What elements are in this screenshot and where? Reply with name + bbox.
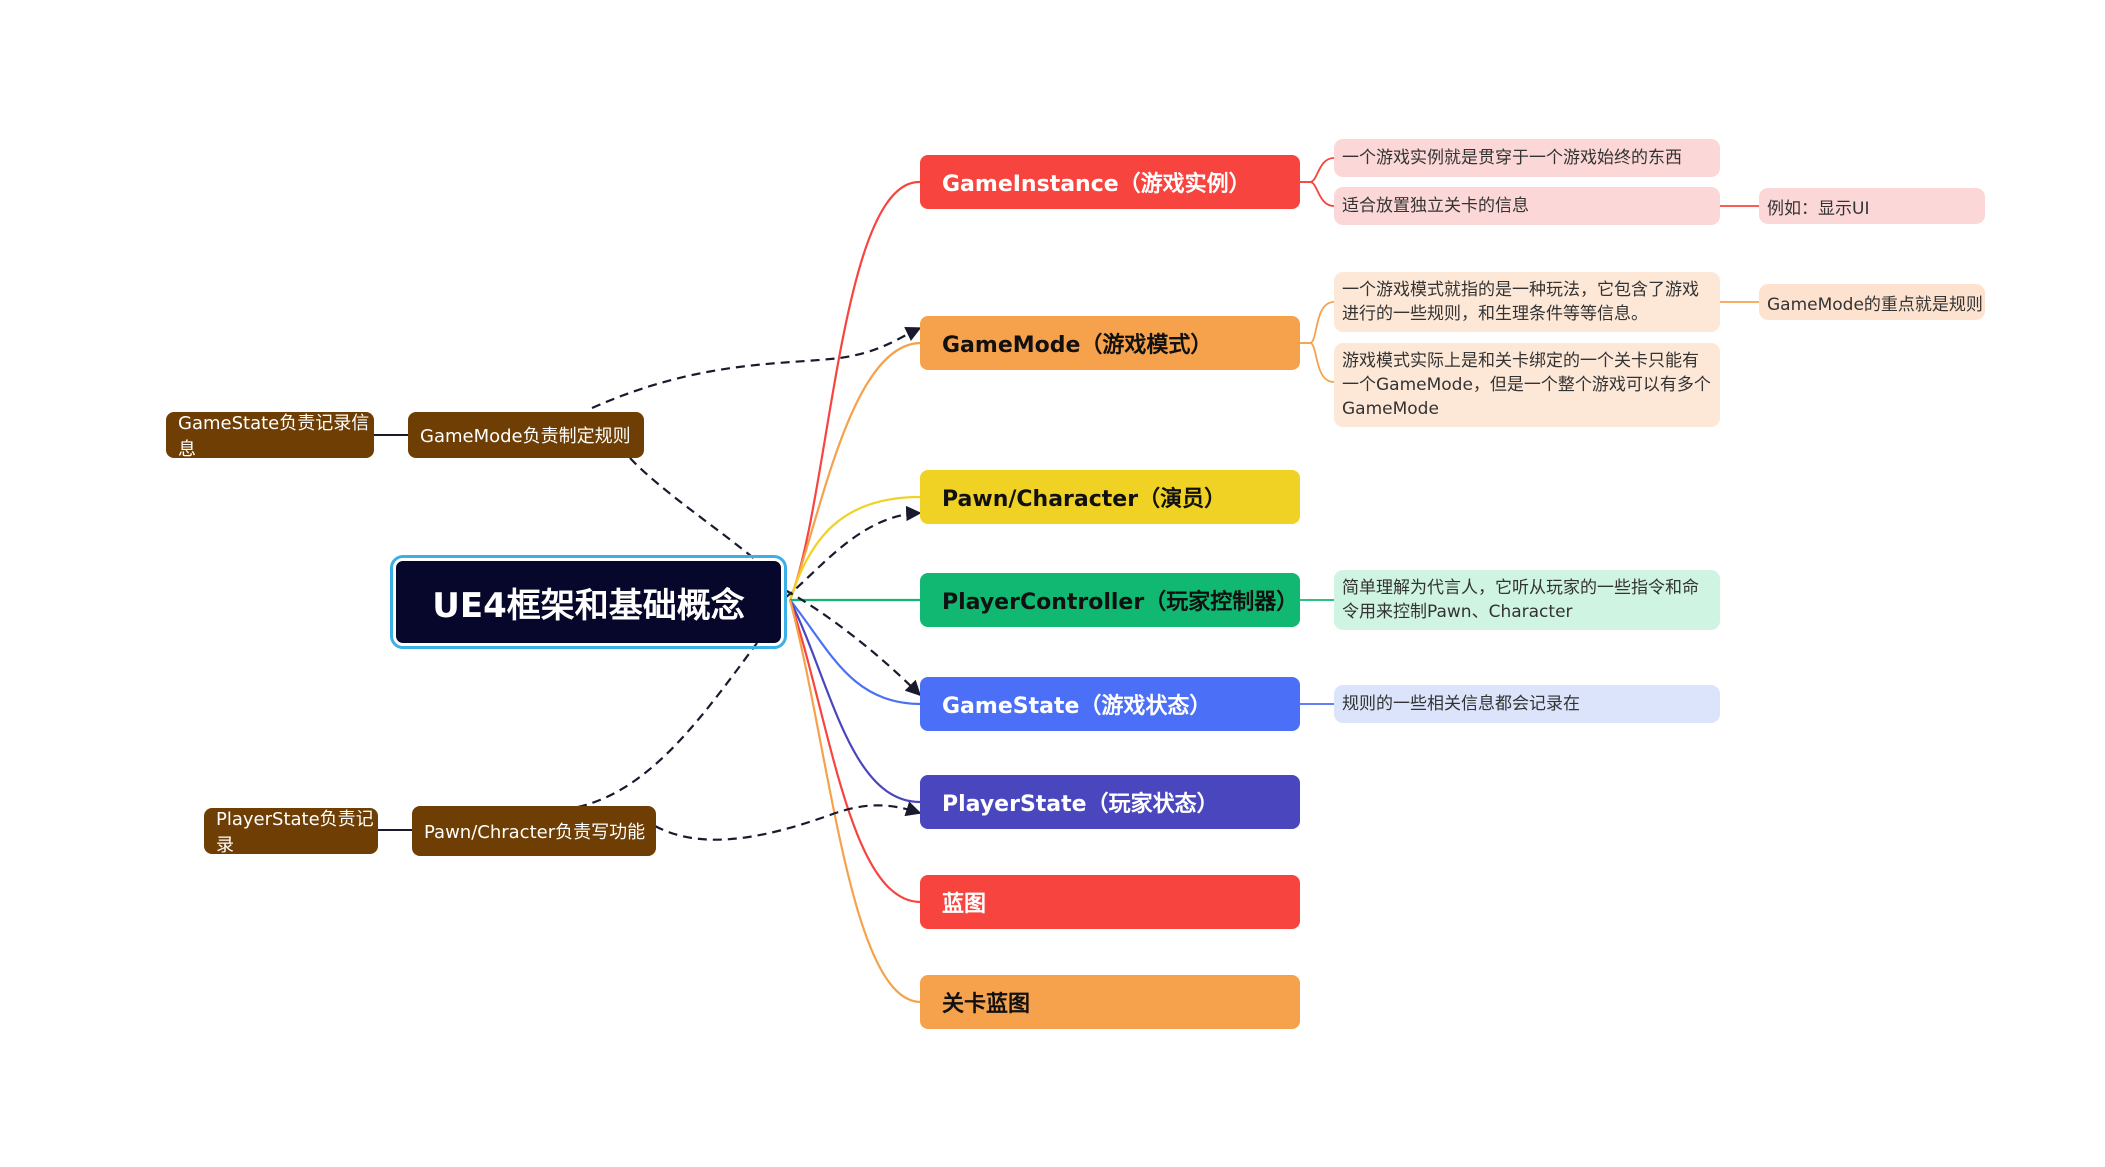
dashed-pawn-func-to-root	[577, 642, 758, 809]
link-level-blueprint	[788, 599, 921, 1004]
dashed-root-to-gamestate	[784, 589, 922, 697]
floating-label: GameState负责记录信息	[178, 413, 370, 460]
branch-label: 关卡蓝图	[942, 992, 1031, 1017]
root-title: UE4框架和基础概念	[432, 585, 745, 626]
note-gameinstance-1[interactable]: 一个游戏实例就是贯穿于一个游戏始终的东西	[1334, 139, 1720, 177]
link-pawn	[788, 495, 921, 601]
branch-gamestate[interactable]: GameState（游戏状态）	[920, 677, 1300, 731]
note-gameinstance-2[interactable]: 适合放置独立关卡的信息	[1334, 187, 1720, 225]
branch-gamemode[interactable]: GameMode（游戏模式）	[920, 316, 1300, 370]
note-text: 一个游戏实例就是贯穿于一个游戏始终的东西	[1342, 148, 1682, 168]
floating-pawn-functions[interactable]: Pawn/Chracter负责写功能	[412, 806, 656, 856]
link-blueprint	[788, 599, 921, 904]
link-gi-note1	[1300, 157, 1335, 183]
branch-label: GameInstance（游戏实例）	[942, 172, 1251, 197]
note-text: 简单理解为代言人，它听从玩家的一些指令和命令用来控制Pawn、Character	[1342, 578, 1699, 622]
floating-label: GameMode负责制定规则	[420, 426, 631, 447]
branch-blueprint[interactable]: 蓝图	[920, 875, 1300, 929]
branch-gameinstance[interactable]: GameInstance（游戏实例）	[920, 155, 1300, 209]
note-playercontroller[interactable]: 简单理解为代言人，它听从玩家的一些指令和命令用来控制Pawn、Character	[1334, 570, 1720, 630]
link-gm-note2	[1300, 342, 1335, 383]
floating-gamemode-rules[interactable]: GameMode负责制定规则	[408, 412, 644, 458]
note-text: 适合放置独立关卡的信息	[1342, 196, 1529, 216]
branch-label: GameMode（游戏模式）	[942, 333, 1213, 358]
link-gi-note2	[1300, 181, 1335, 207]
branch-playerstate[interactable]: PlayerState（玩家状态）	[920, 775, 1300, 829]
branch-playercontroller[interactable]: PlayerController（玩家控制器）	[920, 573, 1300, 627]
branch-label: PlayerController（玩家控制器）	[942, 590, 1299, 615]
note-text: 例如：显示UI	[1767, 198, 1870, 219]
link-gm-note1	[1300, 301, 1335, 344]
note-text: GameMode的重点就是规则	[1767, 294, 1983, 315]
note-show-ui[interactable]: 例如：显示UI	[1759, 188, 1985, 224]
link-playerstate	[789, 599, 921, 804]
note-text: 一个游戏模式就指的是一种玩法，它包含了游戏进行的一些规则，和生理条件等等信息。	[1342, 280, 1699, 324]
dashed-root-to-pawn	[784, 505, 922, 599]
link-gamemode	[788, 341, 921, 601]
link-gameinstance	[788, 180, 921, 601]
note-text: 游戏模式实际上是和关卡绑定的一个关卡只能有一个GameMode，但是一个整个游戏…	[1342, 351, 1711, 419]
branch-label: GameState（游戏状态）	[942, 694, 1212, 719]
dashed-pawn-func-to-playerstate	[654, 801, 922, 841]
floating-gamestate-records[interactable]: GameState负责记录信息	[166, 412, 374, 460]
floating-label: Pawn/Chracter负责写功能	[424, 822, 646, 843]
branch-label: PlayerState（玩家状态）	[942, 792, 1219, 817]
note-gamestate[interactable]: 规则的一些相关信息都会记录在	[1334, 685, 1720, 723]
note-text: 规则的一些相关信息都会记录在	[1342, 694, 1580, 714]
link-gamestate	[789, 599, 921, 706]
root-topic[interactable]: UE4框架和基础概念	[390, 555, 787, 649]
note-gamemode-1[interactable]: 一个游戏模式就指的是一种玩法，它包含了游戏进行的一些规则，和生理条件等等信息。	[1334, 272, 1720, 332]
branch-label: Pawn/Character（演员）	[942, 487, 1227, 512]
dashed-gamemode-rule-to-root	[629, 457, 758, 562]
floating-label: PlayerState负责记录	[216, 809, 374, 856]
dashed-gamemode-rule-to-gamemode	[591, 327, 922, 410]
branch-label: 蓝图	[942, 892, 987, 917]
branch-pawn-character[interactable]: Pawn/Character（演员）	[920, 470, 1300, 524]
branch-level-blueprint[interactable]: 关卡蓝图	[920, 975, 1300, 1029]
floating-playerstate-records[interactable]: PlayerState负责记录	[204, 808, 378, 856]
note-gamemode-key-rules[interactable]: GameMode的重点就是规则	[1759, 284, 1985, 320]
note-gamemode-2[interactable]: 游戏模式实际上是和关卡绑定的一个关卡只能有一个GameMode，但是一个整个游戏…	[1334, 343, 1720, 427]
